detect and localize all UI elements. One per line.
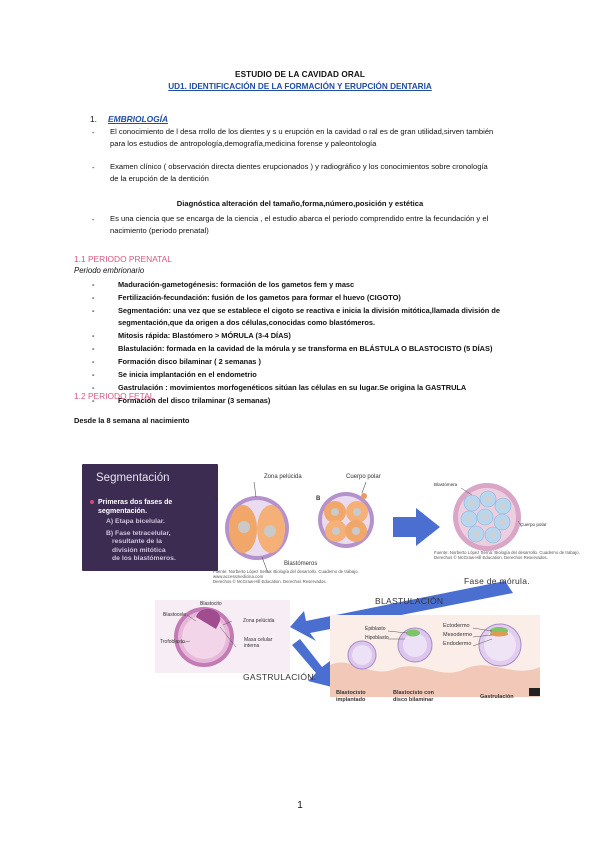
list-item: -Maduración-gametogénesis: formación de … [92,280,355,289]
card-bullet-dot [90,500,94,504]
page-number: 1 [297,800,303,811]
bullet-dash: - [92,215,95,224]
figure-credit: Fuente: Norberto López Serna: Biología d… [213,569,359,584]
list-item: -Mitosis rápida: Blastómero > MÓRULA (3-… [92,331,291,340]
label-cuerpo-polar: Cuerpo polar [346,474,381,480]
label-epiblasto: Epiblasto [365,626,386,632]
label-trofoblasto: Trofoblasto [160,639,185,645]
label-blastomera: Blastómera [434,482,458,487]
label-blastocito: Blastocito [200,601,222,607]
list-item: -Gastrulación : movimientos morfogenétic… [92,383,467,392]
paragraph-3-line-2: nacimiento (periodo prenatal) [110,226,209,236]
diagnosis-line: Diagnóstica alteración del tamaño,forma,… [176,199,424,208]
list-item: -Segmentación: una vez que se establece … [92,306,500,315]
paragraph-3-line-1: Es una ciencia que se encarga de la cien… [110,214,489,223]
label-cuerpo-polar-2: Cuerpo polar [520,522,547,527]
arrow-diagonal-icon [290,581,513,641]
prenatal-subheading: Periodo embrionario [74,266,145,275]
label-zona-pelucida: Zona pelúcida [264,474,302,480]
figure-credit-2: Fuente: Norberto López Serna: Biología d… [434,550,580,560]
bullet-dash: - [92,163,95,172]
list-item: -Formación disco bilaminar ( 2 semanas ) [92,357,261,366]
fetal-line: Desde la 8 semana al nacimiento [74,416,190,425]
paragraph-2-line-2: de la erupción de la dentición [110,174,209,184]
label-blastulacion: BLASTULACIÓN [375,596,444,606]
embryology-figure [90,481,540,697]
label-b: B [316,496,321,502]
list-item: -Blastulación: formada en la cavidad de … [92,344,493,353]
fetal-heading: 1.2 PERIODO FETAL [74,391,155,401]
label-gastrulacion: GASTRULACIÓN. [243,672,317,682]
segmentation-card [82,464,218,571]
segmentation-card-text: Primeras dos fases de segmentación. A) E… [98,499,176,562]
page-title: ESTUDIO DE LA CAVIDAD ORAL [235,70,365,79]
arrow-down-icon [292,639,332,687]
paragraph-1-line-1: El conocimiento de l desa rrollo de los … [110,127,494,136]
list-item: -Se inicia implantación en el endometrio [92,370,257,379]
label-masa-celular: Masa celular interna [244,637,273,649]
label-hipoblasto: Hipoblasto [365,635,389,641]
paragraph-3: Es una ciencia que se encarga de la cien… [110,213,488,237]
page-subtitle: UD1. IDENTIFICACIÓN DE LA FORMACIÓN Y ER… [168,82,432,91]
label-mesodermo: Mesodermo [443,632,473,638]
prenatal-heading: 1.1 PERIODO PRENATAL [74,254,172,264]
label-gastrulacion-2: Gastrulación [480,694,514,700]
label-blastocele: Blastocele [163,612,187,618]
paragraph-1: El conocimiento de l desa rrollo de los … [110,126,493,150]
paragraph-2-line-1: Examen clínico ( observación directa die… [110,162,488,171]
section-number: 1. [90,114,97,124]
label-disco-bilaminar: Blastocisto con disco bilaminar [393,690,434,703]
bullet-dash: - [92,128,95,137]
list-item: -Formación del disco trilaminar (3 seman… [92,396,271,405]
label-blastocisto-implantado: Blastocisto implantado [336,690,366,703]
label-fase-morula: Fase de mórula. [464,576,530,586]
segmentation-card-title: Segmentación [96,472,170,484]
section-title: EMBRIOLOGÍA [108,114,169,124]
paragraph-2: Examen clínico ( observación directa die… [110,161,488,185]
label-blastomeros: Blastómeros [284,561,318,567]
label-zona-pelucida-2: Zona pelúcida [243,618,275,624]
label-endodermo: Endodermo [443,641,472,647]
label-ectodermo: Ectodermo [443,623,470,629]
arrow-right-icon [393,508,440,546]
paragraph-1-line-2: para los estudios de antropología,demogr… [110,139,377,149]
list-item: -Fertilización-fecundación: fusión de lo… [92,293,401,302]
label-a: A [214,496,219,502]
